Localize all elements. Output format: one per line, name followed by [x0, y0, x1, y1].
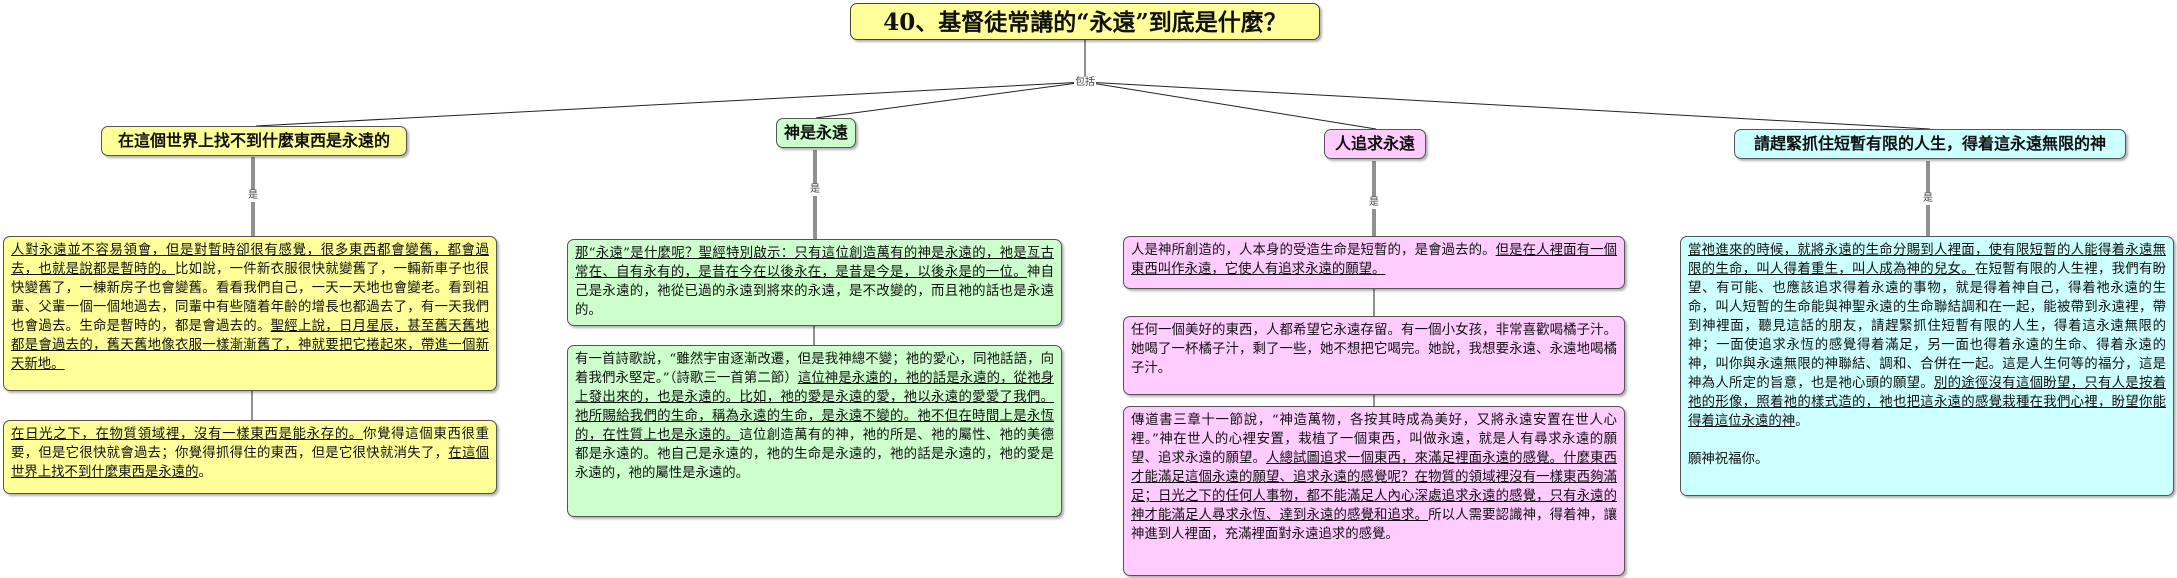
note-text: 在短暫有限的人生裡，我們有盼望、有可能、也應該追求得着永遠的事物，就是得着神自己… [1688, 262, 2167, 391]
note-text: 所以人需要認識神，得着神，讓神進到人裡面，充滿裡面對永遠追求的感覺。 [1131, 508, 1618, 542]
note-box: 人是神所創造的，人本身的受造生命是短暫的，是會過去的。但是在人裡面有一個東西叫作… [1123, 236, 1625, 289]
note-text: 神自己是永遠的，祂從已過的永遠到將來的永遠，是不改變的，而且祂的話也是永遠的。 [575, 265, 1055, 318]
note-text: 你覺得這個東西很重要，但是它很快就會過去；你覺得抓得住的東西，但是它很快就消失了… [11, 427, 490, 461]
topic3-link-label: 是 [1368, 197, 1380, 209]
topic-node-2: 神是永遠 [776, 118, 856, 148]
note-box: 傳道書三章十一節說，“神造萬物，各按其時成為美好，又將永遠安置在世人心裡。”神在… [1123, 406, 1625, 576]
note-text: 願神祝福你。 [1688, 452, 1769, 467]
note-box: 人對永遠並不容易領會，但是對暫時卻很有感覺，很多東西都會變舊，都會過去，也就是說… [3, 236, 497, 391]
note-box: 有一首詩歌說，“雖然宇宙逐漸改遷，但是我神總不變；祂的愛心，同祂話語，向着我們永… [567, 345, 1062, 517]
note-text: 人是神所創造的，人本身的受造生命是短暫的，是會過去的。 [1131, 243, 1496, 258]
root-link-line-4 [1084, 81, 1931, 130]
note-text-underlined: 當祂進來的時候，就將永遠的生命分賜到人裡面，使有限短暫的人能得着永遠無限的生命，… [1688, 243, 2166, 277]
note-text: 這位創造萬有的神，祂的所是、祂的屬性、祂的美德都是永遠的。祂自己是永遠的，祂的生… [575, 428, 1055, 481]
note-text-underlined: 在日光之下，在物質領域裡，沒有一樣東西是能永存的。 [11, 427, 363, 442]
note-box: 當祂進來的時候，就將永遠的生命分賜到人裡面，使有限短暫的人能得着永遠無限的生命，… [1680, 236, 2174, 496]
note-box: 任何一個美好的東西，人都希望它永遠存留。有一個小女孩，非常喜歡喝橘子汁。她喝了一… [1123, 316, 1625, 395]
note-text-underlined: 人對永遠並不容易領會，但是對暫時卻很有感覺，很多東西都會變舊，都會過去，也就是說… [11, 243, 489, 277]
root-link-line-2 [815, 81, 1086, 119]
note-text-underlined: 人總試圖追求一個東西，來滿足裡面永遠的感覺。什麼東西才能滿足這個永遠的願望、追求… [1131, 451, 1617, 523]
note-text-underlined: 別的途徑沒有這個盼望，只有人是按着祂的形像，照着祂的樣式造的，祂也把這永遠的感覺… [1688, 376, 2166, 429]
note-box: 那“永遠”是什麼呢？聖經特別啟示：只有這位創造萬有的神是永遠的，祂是亙古常在、自… [567, 239, 1062, 326]
topic-node-4: 請趕緊抓住短暫有限的人生，得着這永遠無限的神 [1734, 129, 2126, 159]
note-text: 。 [198, 465, 212, 480]
note-text: 有一首詩歌說，“雖然宇宙逐漸改遷，但是我神總不變；祂的愛心，同祂話語，向着我們永… [575, 352, 1054, 386]
note-text: 。 [1795, 414, 1809, 429]
root-link-label: 包括 [1074, 77, 1096, 89]
note-text: 比如說，一件新衣服很快就變舊了，一輛新車子也很快變舊了，一棟新房子也會變舊。看看… [11, 262, 490, 334]
topic-node-1: 在這個世界上找不到什麼東西是永遠的 [101, 126, 407, 156]
root-link-line-3 [1084, 81, 1377, 130]
topic4-link-label: 是 [1922, 193, 1934, 205]
root-link-line-1 [255, 81, 1086, 127]
note-text: 傳道書三章十一節說，“神造萬物，各按其時成為美好，又將永遠安置在世人心裡。”神在… [1131, 413, 1617, 466]
topic-node-3: 人追求永遠 [1324, 129, 1426, 159]
topic2-link-label: 是 [809, 184, 821, 196]
note-text-underlined: 在這個世界上找不到什麼東西是永遠的 [11, 446, 490, 480]
note-text-underlined: 這位神是永遠的，祂的話是永遠的，從祂身上發出來的，也是永遠的。比如，祂的愛是永遠… [575, 371, 1054, 443]
note-text-underlined: 但是在人裡面有一個東西叫作永遠，它使人有追求永遠的願望。 [1131, 243, 1618, 277]
note-text-underlined: 那“永遠”是什麼呢？聖經特別啟示：只有這位創造萬有的神是永遠的，祂是亙古常在、自… [575, 246, 1054, 280]
diagram-title: 40、基督徒常講的“永遠”到底是什麼？ [850, 3, 1320, 40]
note-text-underlined: 聖經上說，日月星辰，甚至舊天舊地都是會過去的，舊天舊地像衣服一樣漸漸舊了，神就要… [11, 319, 490, 372]
note-text: 任何一個美好的東西，人都希望它永遠存留。有一個小女孩，非常喜歡喝橘子汁。她喝了一… [1131, 323, 1617, 376]
topic1-link-label: 是 [247, 190, 259, 202]
note-box: 在日光之下，在物質領域裡，沒有一樣東西是能永存的。你覺得這個東西很重要，但是它很… [3, 420, 497, 494]
